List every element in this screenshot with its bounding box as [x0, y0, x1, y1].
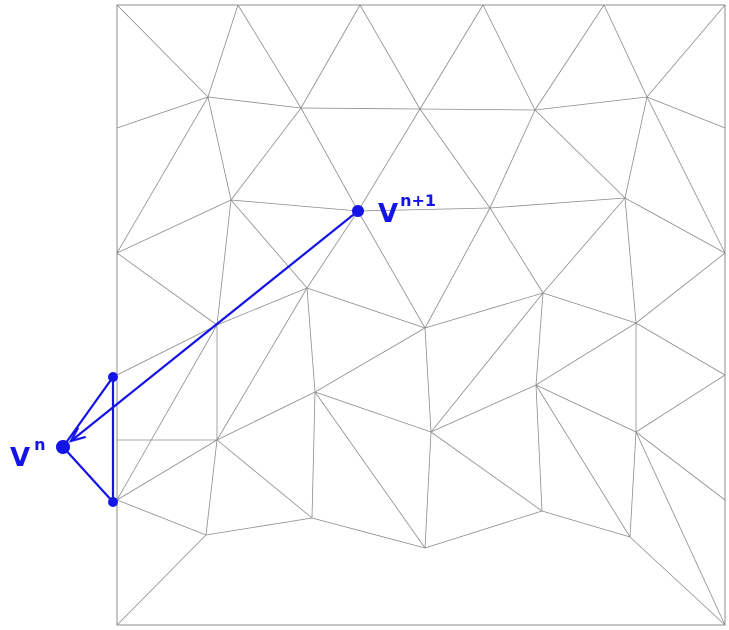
mesh-edge [635, 252, 726, 324]
old-vertex-dot [56, 440, 70, 454]
mesh-edge [359, 4, 421, 110]
mesh-edge [419, 108, 536, 111]
mesh-edge [535, 384, 637, 433]
mesh-edge [624, 197, 726, 254]
mesh-edge [311, 391, 316, 519]
mesh-edge [306, 287, 426, 329]
mesh-edge [424, 207, 491, 329]
mesh-edge [419, 108, 491, 209]
mesh-edge [116, 499, 207, 536]
mesh-edge [430, 431, 543, 512]
mesh-edge [629, 431, 637, 538]
mesh-edge [116, 96, 209, 254]
mesh-edge [116, 4, 209, 98]
mesh-edge [534, 4, 605, 111]
mesh-edge [300, 107, 359, 212]
relocation-arrow-head [68, 427, 86, 443]
mesh-edge [535, 322, 637, 386]
mesh-edge [205, 439, 218, 536]
mesh-edge [116, 324, 218, 501]
mesh-edge [635, 374, 726, 433]
mesh-edge [207, 96, 302, 109]
triangle-mesh [116, 4, 726, 626]
boundary-vertex-dot [108, 372, 118, 382]
mesh-edge [635, 431, 726, 626]
mesh-edge [424, 431, 432, 549]
mesh-edge [357, 108, 421, 212]
mesh-edge [535, 292, 544, 386]
mesh-edge [489, 207, 544, 294]
mesh-edge [216, 287, 308, 326]
mesh-edge [207, 96, 232, 201]
mesh-edge [357, 207, 491, 212]
mesh-edge [311, 517, 426, 549]
mesh-edge [646, 96, 726, 129]
mesh-edge [116, 96, 209, 129]
mesh-edge [306, 210, 359, 289]
mesh-edge [624, 96, 648, 199]
mesh-edge [629, 536, 726, 626]
mesh-edge [489, 197, 626, 209]
mesh-edge [542, 197, 626, 294]
mesh-edge [624, 197, 637, 324]
mesh-edge [216, 439, 313, 519]
mesh-edge [489, 109, 536, 209]
mesh-edge [216, 391, 316, 441]
mesh-edge [430, 384, 537, 433]
mesh-edge [646, 96, 726, 254]
new-vertex-dot [352, 205, 364, 217]
old-vertex-edge [62, 376, 114, 448]
mesh-edge [230, 199, 359, 212]
mesh-edge [542, 292, 637, 324]
mesh-edge [306, 287, 316, 393]
mesh-edge [424, 292, 544, 329]
mesh-boundary [116, 4, 726, 626]
mesh-edge [300, 4, 361, 109]
mesh-edge [603, 4, 648, 98]
mesh-edge [237, 4, 302, 109]
mesh-edge [534, 109, 626, 199]
mesh-edge [535, 384, 631, 538]
mesh-edge [116, 252, 218, 326]
mesh-edge [116, 324, 218, 376]
mesh-edge [635, 431, 726, 501]
mesh-edge [230, 199, 308, 289]
mesh-edge [116, 199, 232, 254]
mesh-edge [646, 4, 726, 98]
mesh-edge [541, 510, 631, 538]
boundary-vertex-dot [108, 497, 118, 507]
mesh-edge [424, 510, 543, 549]
mesh-edge [430, 292, 544, 433]
mesh-edge [207, 4, 239, 98]
mesh-edge [357, 210, 426, 329]
old-vertex-edge [62, 446, 114, 503]
mesh-edge [116, 439, 218, 501]
mesh-edge [482, 4, 536, 111]
vertex-move-overlay [56, 205, 364, 507]
mesh-edge [314, 327, 426, 393]
mesh-edge [230, 107, 302, 201]
mesh-edge [424, 327, 432, 433]
mesh-edge [314, 391, 432, 433]
mesh-edge [314, 391, 426, 549]
mesh-edge [300, 107, 421, 110]
relocation-arrow-shaft [70, 210, 359, 442]
mesh-edge [116, 534, 207, 626]
mesh-edge [216, 287, 308, 441]
mesh-edge [419, 4, 484, 110]
mesh-edge [534, 96, 648, 111]
mesh-edge [205, 517, 313, 536]
mesh-edge [216, 199, 232, 326]
mesh-edge [635, 322, 726, 376]
mesh-edge [535, 384, 543, 512]
